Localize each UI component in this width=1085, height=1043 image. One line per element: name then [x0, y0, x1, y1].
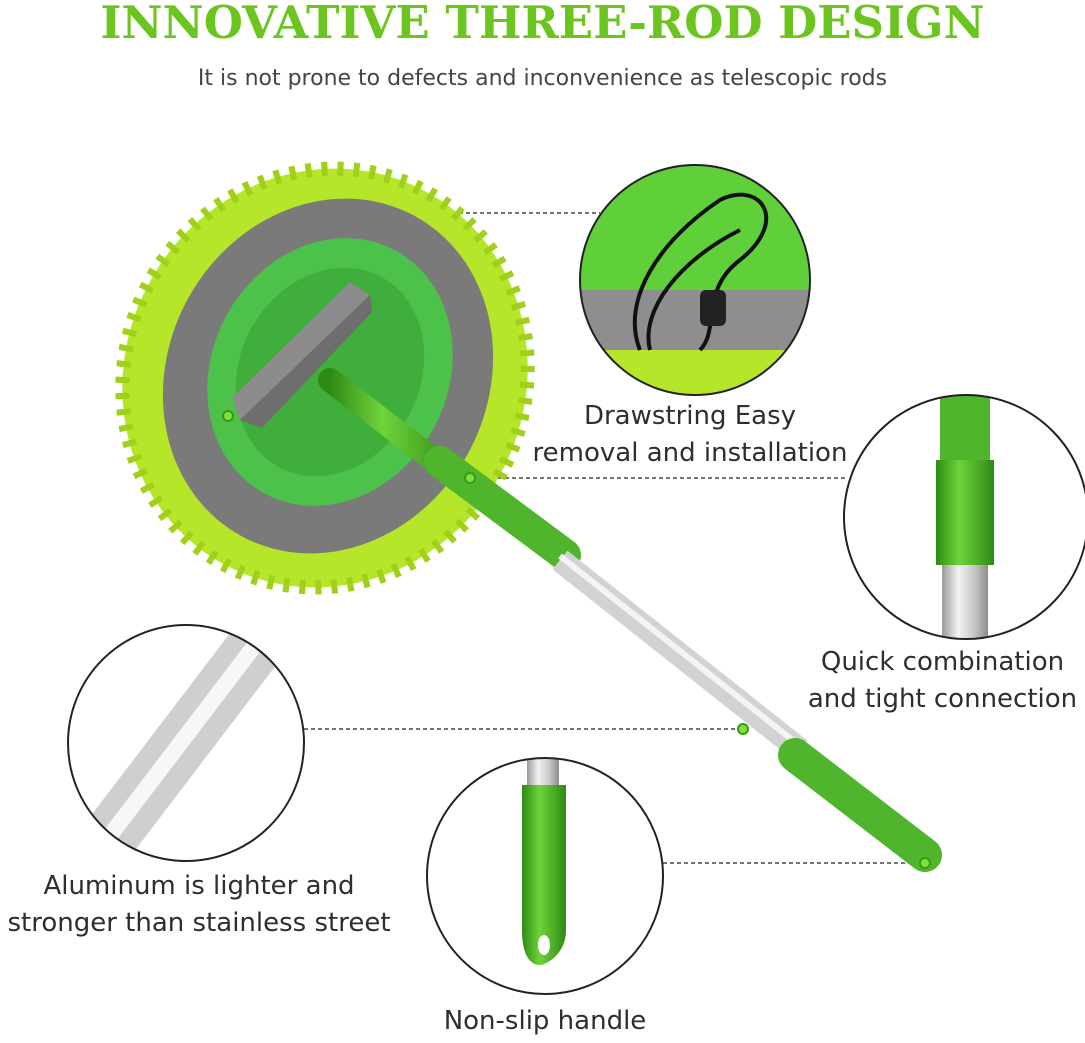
mop-rod	[318, 368, 942, 872]
handle-label: Non-slip handle	[443, 1006, 647, 1036]
connection-label: Quick combination and tight connection	[800, 644, 1085, 718]
connection-label-line2: and tight connection	[807, 684, 1078, 714]
aluminum-label-line1: Aluminum is lighter and	[43, 871, 355, 901]
aluminum-label-line2: stronger than stainless street	[7, 908, 391, 938]
drawstring-detail-circle	[579, 164, 811, 396]
drawstring-label-line2: removal and installation	[532, 438, 848, 468]
drawstring-label: Drawstring Easy removal and installation	[520, 398, 860, 472]
connection-detail-circle	[843, 394, 1085, 640]
connection-label-line1: Quick combination	[820, 647, 1065, 677]
aluminum-label: Aluminum is lighter and stronger than st…	[0, 868, 398, 942]
page-subtitle: It is not prone to defects and inconveni…	[197, 66, 888, 91]
drawstring-label-line1: Drawstring Easy	[583, 401, 797, 431]
page-title: INNOVATIVE THREE-ROD DESIGN	[100, 0, 985, 49]
callout-markers	[222, 410, 931, 869]
aluminum-detail-circle	[67, 624, 305, 862]
handle-detail-circle	[426, 757, 664, 995]
